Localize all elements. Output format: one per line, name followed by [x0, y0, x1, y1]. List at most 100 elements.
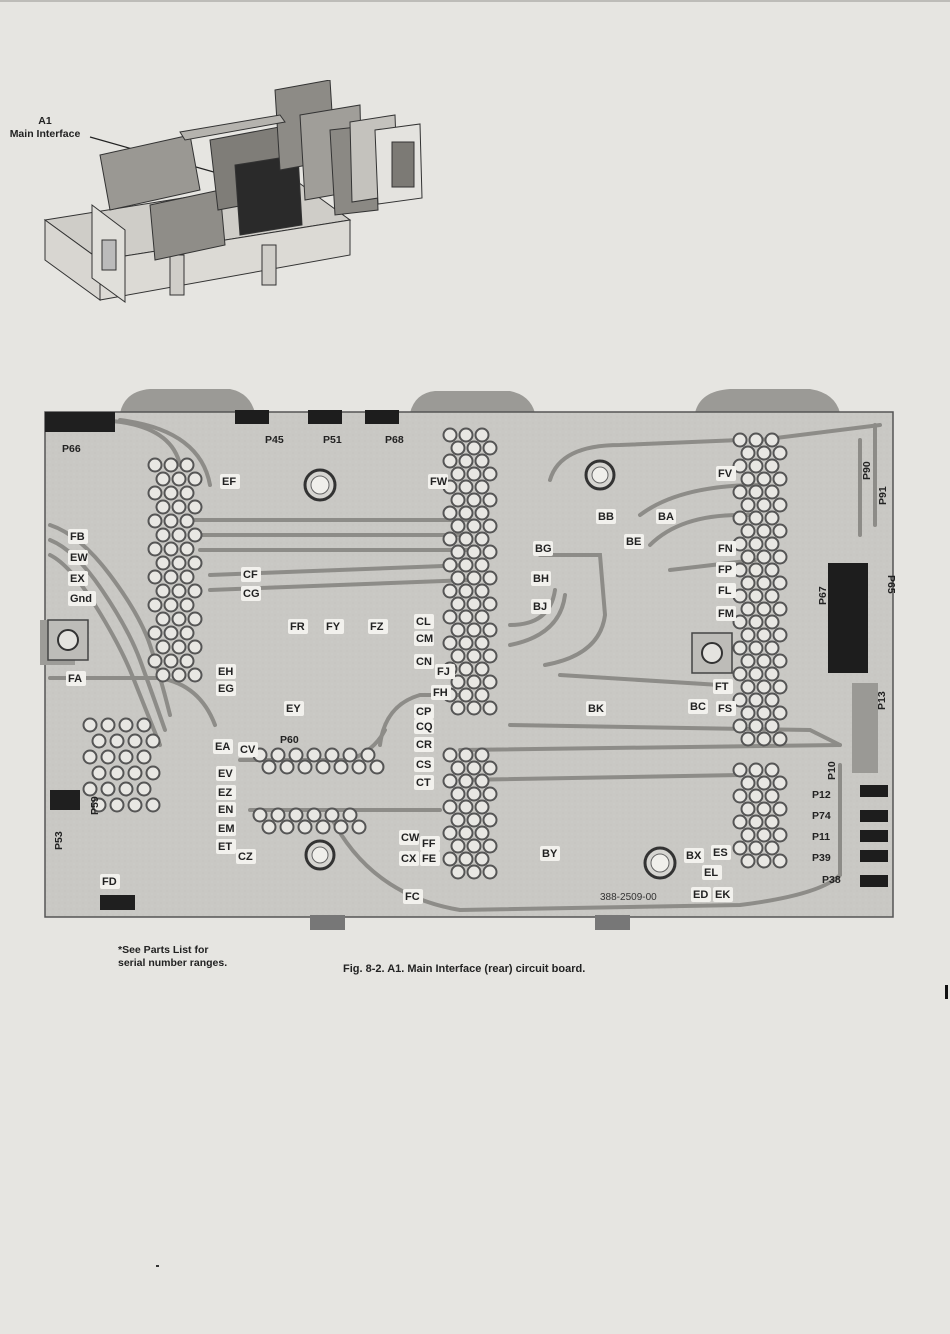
test-point-label: FM [718, 608, 734, 620]
test-point-label: BG [535, 543, 552, 555]
connector-p39: P39 [812, 852, 831, 864]
test-point-label: FC [405, 891, 420, 903]
test-point-label: BC [690, 701, 706, 713]
test-point-fn [716, 541, 736, 556]
footnote-line2: serial number ranges. [118, 957, 228, 969]
test-point-cm [414, 631, 434, 646]
test-point-ez [216, 785, 236, 800]
test-point-label: FV [718, 468, 733, 480]
test-point-es [711, 845, 731, 860]
test-point-ba [656, 509, 676, 524]
page-top-edge [0, 0, 950, 2]
test-point-label: BE [626, 536, 641, 548]
test-point-label: CX [401, 853, 417, 865]
test-point-label: BJ [533, 601, 547, 613]
test-point-fd [100, 874, 120, 889]
connector-p59: P59 [89, 796, 101, 815]
test-point-ff [420, 836, 440, 851]
connector-tab [695, 389, 840, 413]
test-point-fc [403, 889, 423, 904]
test-point-fs [716, 701, 736, 716]
test-point-bx [684, 848, 704, 863]
test-point-be [624, 534, 644, 549]
test-point-label: CW [401, 832, 420, 844]
test-point-ek [713, 887, 733, 902]
connector-p90: P90 [861, 461, 873, 480]
test-point-label: FY [326, 621, 341, 633]
test-point-label: EX [70, 573, 85, 585]
test-point-label: CG [243, 588, 260, 600]
test-point-cz [236, 849, 256, 864]
page-speck [156, 1265, 159, 1267]
test-point-cf [241, 567, 261, 582]
test-point-bc [688, 699, 708, 714]
test-point-label: BB [598, 511, 614, 523]
footnote-line1: *See Parts List for [118, 944, 209, 956]
connector-p11: P11 [812, 831, 830, 843]
test-point-label: EG [218, 683, 234, 695]
test-point-ey [284, 701, 304, 716]
test-point-em [216, 821, 236, 836]
test-point-label: EA [215, 741, 230, 753]
connector-p13: P13 [876, 691, 888, 710]
test-point-label: FH [433, 687, 448, 699]
connector-p74: P74 [812, 810, 831, 822]
connector-p66: P66 [62, 443, 81, 455]
test-point-label: EV [218, 768, 233, 780]
test-point-cq [414, 719, 434, 734]
test-point-bb [596, 509, 616, 524]
test-point-ft [713, 679, 733, 694]
test-point-label: CP [416, 706, 431, 718]
test-point-cs [414, 757, 434, 772]
test-point-label: BY [542, 848, 558, 860]
test-point-label: EY [286, 703, 301, 715]
test-point-label: FB [70, 531, 85, 543]
test-point-label: FP [718, 564, 732, 576]
test-point-et [216, 839, 236, 854]
test-point-ed [691, 887, 711, 902]
test-point-cw [399, 830, 419, 845]
test-point-ea [213, 739, 233, 754]
bottom-tab [310, 915, 345, 930]
test-point-el [702, 865, 722, 880]
test-point-label: BH [533, 573, 549, 585]
test-point-label: EW [70, 552, 88, 564]
figure-caption: Fig. 8-2. A1. Main Interface (rear) circ… [343, 963, 586, 975]
test-point-fm [716, 606, 736, 621]
test-point-label: CS [416, 759, 431, 771]
test-point-ev [216, 766, 236, 781]
test-point-bg [533, 541, 553, 556]
test-point-label: Gnd [70, 593, 92, 605]
test-point-cl [414, 614, 434, 629]
test-point-label: FS [718, 703, 732, 715]
connector-p68: P68 [385, 434, 404, 446]
test-point-fw [428, 474, 448, 489]
test-point-bk [586, 701, 606, 716]
test-point-fa [66, 671, 86, 686]
test-point-label: EZ [218, 787, 232, 799]
connector-p60: P60 [280, 734, 299, 746]
pcb-pads [45, 410, 888, 910]
connector-p38: P38 [822, 874, 841, 886]
chassis-locator-illustration [43, 80, 423, 303]
connector-tab [410, 391, 535, 413]
connector-p67: P67 [817, 586, 829, 605]
test-point-label: CQ [416, 721, 433, 733]
test-point-bh [531, 571, 551, 586]
connector-p45: P45 [265, 434, 284, 446]
test-point-bj [531, 599, 551, 614]
test-point-fp [716, 562, 736, 577]
test-point-label: BA [658, 511, 674, 523]
test-point-label: CF [243, 569, 258, 581]
test-point-en [216, 802, 236, 817]
serial-range-footnote: *See Parts List for serial number ranges… [118, 944, 227, 970]
test-point-label: EF [222, 476, 236, 488]
test-point-label: FD [102, 876, 117, 888]
bottom-tab [595, 915, 630, 930]
test-point-fy [324, 619, 344, 634]
test-point-label: CN [416, 656, 432, 668]
test-point-label: BX [686, 850, 702, 862]
test-point-fj [435, 664, 455, 679]
test-point-fe [420, 851, 440, 866]
